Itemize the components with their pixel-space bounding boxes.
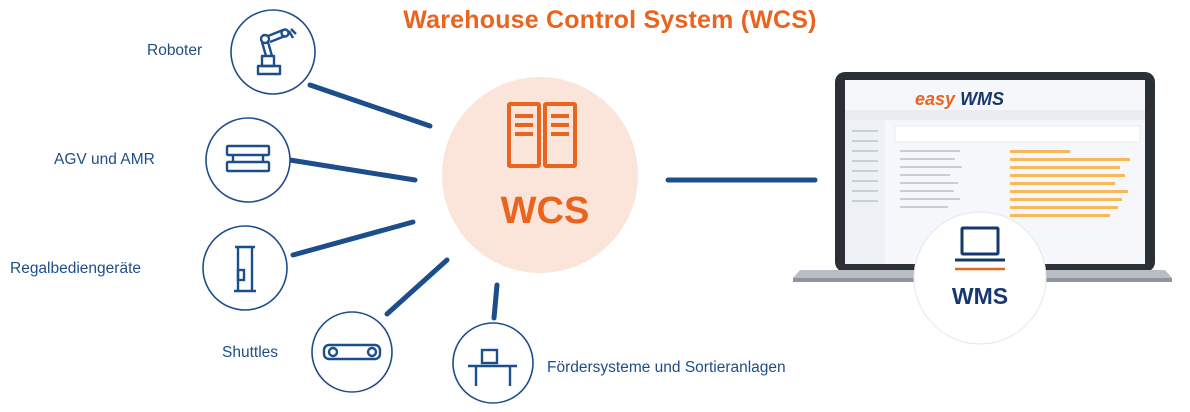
connector-crane [290,219,416,258]
label-roboter: Roboter [147,42,203,59]
diagram-title: Warehouse Control System (WCS) [403,6,817,34]
logo-part-easy: easy [915,89,956,109]
agv-vehicle-icon [225,144,271,173]
easywms-logo: easy WMS [915,89,1004,110]
wcs-circle [442,77,638,273]
label-foerdersysteme: Fördersysteme und Sortieranlagen [547,359,786,376]
shuttle-icon [322,343,382,361]
app-progress-bars [1010,150,1130,217]
wcs-label: WCS [500,190,590,232]
wms-circle [913,211,1047,345]
server-racks-icon [507,102,577,168]
conveyor-icon [468,348,517,386]
app-table-rows [852,130,962,208]
wms-label: WMS [951,283,1009,309]
label-agv-amr: AGV und AMR [54,151,155,168]
crane-circle [202,225,288,311]
label-shuttles: Shuttles [222,344,279,361]
laptop-icon [955,226,1005,262]
agv-circle [205,117,291,203]
robot-circle [230,9,316,95]
connector-lines [287,82,818,321]
shuttle-circle [311,311,393,393]
logo-part-wms: WMS [960,89,1005,109]
connector-conveyor [491,282,500,321]
connector-shuttle [384,257,450,317]
connector-robot [307,82,433,129]
label-regalbediengeraete: Regalbediengeräte [10,260,141,277]
robot-arm-icon [256,28,297,76]
connector-agv [287,157,418,183]
stacker-crane-icon [234,245,256,293]
